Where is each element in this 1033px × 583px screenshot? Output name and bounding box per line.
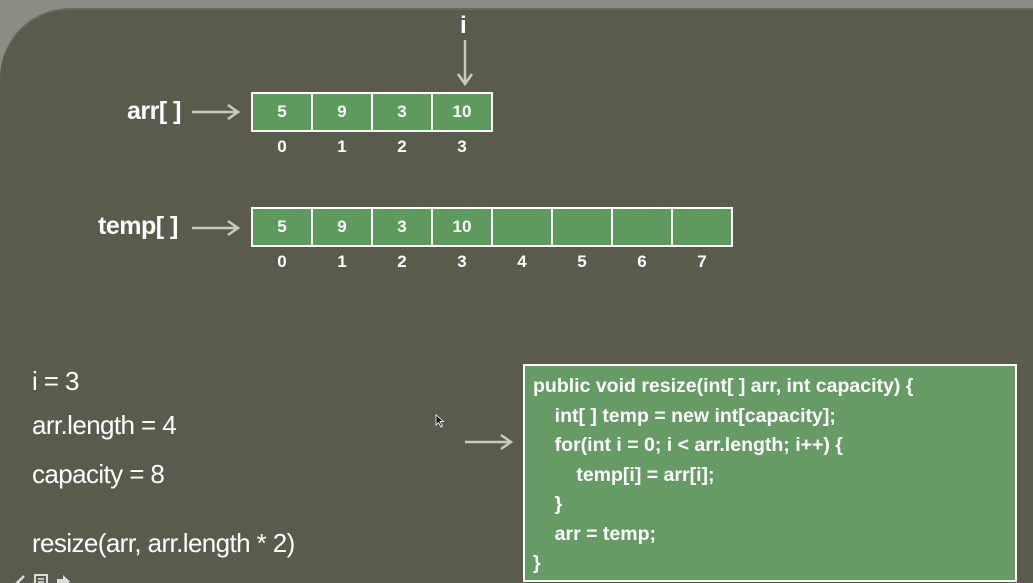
arr-indices: 0 1 2 3 — [252, 137, 492, 157]
arr-label: arr[ ] — [127, 97, 181, 125]
pointer-label: i — [460, 12, 467, 39]
temp-cell: 10 — [433, 209, 493, 245]
resize-call: resize(arr, arr.length * 2) — [32, 528, 295, 558]
code-line: int[ ] temp = new int[capacity]; — [533, 404, 836, 427]
arr-cell: 5 — [253, 94, 313, 130]
code-line: arr = temp; — [533, 522, 656, 545]
temp-indices: 0 1 2 3 4 5 6 7 — [252, 252, 732, 272]
temp-cell — [493, 209, 553, 245]
down-arrow-icon — [456, 40, 474, 87]
temp-label: temp[ ] — [98, 212, 178, 240]
right-arrow-icon — [465, 433, 514, 451]
temp-index: 0 — [277, 252, 287, 271]
notes-icon[interactable] — [32, 572, 50, 583]
code-line: public void resize(int[ ] arr, int capac… — [533, 375, 914, 397]
code-box: public void resize(int[ ] arr, int capac… — [523, 364, 1017, 582]
code-line: } — [533, 493, 563, 515]
arr-index: 3 — [457, 137, 467, 156]
temp-index: 2 — [397, 252, 407, 271]
temp-index: 5 — [577, 252, 587, 271]
code-line: temp[i] = arr[i]; — [533, 463, 715, 486]
arr-cell: 3 — [373, 94, 433, 130]
temp-cell — [553, 209, 613, 245]
temp-index: 6 — [637, 252, 647, 271]
temp-index: 4 — [517, 252, 527, 271]
var-i: i = 3 — [32, 366, 79, 396]
var-capacity: capacity = 8 — [32, 459, 165, 489]
temp-index: 3 — [457, 252, 467, 271]
code-line: } — [533, 552, 541, 574]
share-icon[interactable] — [54, 572, 72, 583]
arr-cell: 9 — [313, 94, 373, 130]
mouse-cursor-icon — [435, 414, 445, 428]
arr-index: 2 — [397, 137, 407, 156]
temp-index: 7 — [697, 252, 707, 271]
arr-index: 1 — [337, 137, 347, 156]
var-length: arr.length = 4 — [32, 410, 177, 440]
presenter-toolbar — [0, 572, 72, 583]
pen-icon[interactable] — [10, 572, 28, 583]
right-arrow-icon — [192, 219, 241, 237]
temp-cell: 9 — [313, 209, 373, 245]
temp-cell: 5 — [253, 209, 313, 245]
right-arrow-icon — [192, 103, 241, 121]
temp-cell — [673, 209, 731, 245]
temp-index: 1 — [337, 252, 347, 271]
arr-cell: 10 — [433, 94, 491, 130]
code-line: for(int i = 0; i < arr.length; i++) { — [533, 434, 843, 456]
temp-cell: 3 — [373, 209, 433, 245]
arr-index: 0 — [277, 137, 287, 156]
temp-cell — [613, 209, 673, 245]
